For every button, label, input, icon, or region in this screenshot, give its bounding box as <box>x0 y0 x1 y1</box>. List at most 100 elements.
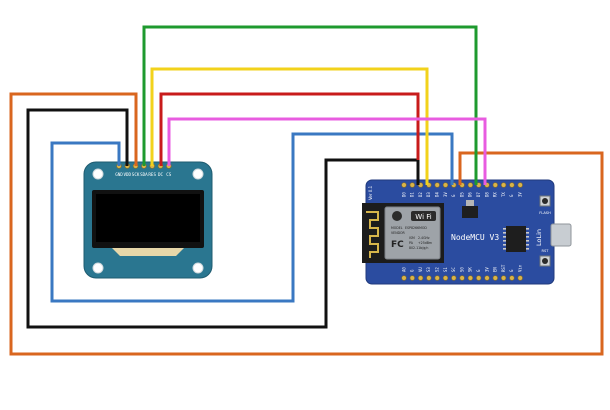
wire-gnd-black <box>26 108 420 329</box>
nodemcu-bottom-pin-label: S2 <box>435 267 440 272</box>
nodemcu-bottom-pin-rst <box>501 275 507 281</box>
nodemcu-top-pin-label: RX <box>493 192 498 197</box>
nodemcu-top-pin-label: D6 <box>468 192 473 197</box>
nodemcu-bottom-pin-label: A0 <box>401 267 406 272</box>
mounting-hole <box>92 262 104 274</box>
nodemcu-bottom-pin-g <box>476 275 482 281</box>
oled-pin-label: VDD <box>124 172 132 177</box>
svg-text:RST: RST <box>542 249 550 253</box>
nodemcu-bottom-pin-label: S3 <box>426 267 431 272</box>
svg-text:FLASH: FLASH <box>539 211 551 215</box>
svg-text:+25dBm: +25dBm <box>418 241 432 245</box>
nodemcu-bottom-pin-sc <box>451 275 457 281</box>
svg-text:Wi Fi: Wi Fi <box>415 213 431 221</box>
oled-pin-label: CS <box>166 172 172 177</box>
oled-pin-label: DC <box>158 172 164 177</box>
micro-usb-port <box>550 223 572 247</box>
nodemcu-bottom-pin-label: SK <box>468 267 473 272</box>
wires <box>9 25 604 356</box>
nodemcu-bottom-pin-s3 <box>426 275 432 281</box>
oled-ribbon-cable <box>112 248 184 256</box>
nodemcu-bottom-pin-s0 <box>459 275 465 281</box>
nodemcu-top-pin-label: D3 <box>426 192 431 197</box>
nodemcu-bottom-pin-label: EN <box>493 267 498 272</box>
nodemcu-title: NodeMCU V3 <box>451 233 499 242</box>
voltage-regulator <box>462 206 478 218</box>
oled-pin-label: RES <box>148 172 156 177</box>
wire-mosi-magenta <box>167 117 487 185</box>
nodemcu-top-pin-g <box>509 182 515 188</box>
svg-text:VENDOR: VENDOR <box>391 231 406 235</box>
nodemcu-bottom-pin-a0 <box>401 275 407 281</box>
oled-pin-label: SDA <box>140 172 148 177</box>
nodemcu-top-pin-label: TX <box>501 192 506 197</box>
nodemcu-top-pin-label: 3V <box>518 192 523 197</box>
svg-text:802.11b/g/n: 802.11b/g/n <box>409 246 428 250</box>
nodemcu-bottom-pin-s2 <box>434 275 440 281</box>
wire-res-green <box>142 25 478 185</box>
mounting-hole <box>192 168 204 180</box>
nodemcu-bottom-pin-vu <box>418 275 424 281</box>
nodemcu-top-pin-tx <box>501 182 507 188</box>
nodemcu-bottom-pin-label: RST <box>501 264 506 272</box>
nodemcu-bottom-pin-g <box>409 275 415 281</box>
nodemcu-top-pin-d1 <box>409 182 415 188</box>
nodemcu-top-pin-label: D7 <box>476 192 481 197</box>
svg-text:2.4GHz: 2.4GHz <box>418 236 430 240</box>
nodemcu-top-pin-3v <box>517 182 523 188</box>
svg-text:ESP8266MOD: ESP8266MOD <box>405 226 427 230</box>
wire-cs-red <box>159 92 420 166</box>
wire-dc-yellow <box>150 67 429 185</box>
nodemcu-bottom-pin-s1 <box>442 275 449 281</box>
svg-text:MODEL: MODEL <box>391 226 403 230</box>
nodemcu-bottom-pin-label: Vin <box>518 264 523 272</box>
antenna-trace <box>366 211 379 258</box>
nodemcu-top-pin-label: D8 <box>484 192 489 197</box>
nodemcu-top-pin-d6 <box>467 182 474 188</box>
nodemcu-top-pin-label: D2 <box>418 192 423 197</box>
nodemcu-bottom-pin-label: SC <box>451 267 456 272</box>
board-version-label: Ver 0.1 <box>368 185 373 200</box>
nodemcu-bottom-pin-3v <box>484 275 490 281</box>
nodemcu-top-pin-label: D5 <box>459 192 464 197</box>
nodemcu-bottom-pin-label: VU <box>418 267 423 272</box>
nodemcu-top-pin-rx <box>492 182 498 188</box>
usb-serial-chip <box>506 226 526 252</box>
nodemcu-top-pin-3v <box>442 182 449 188</box>
nodemcu-bottom-pin-label: S0 <box>459 267 464 272</box>
nodemcu-bottom-pin-label: 3V <box>484 267 489 272</box>
rst-button: RST <box>539 249 551 267</box>
nodemcu-top-pin-label: D0 <box>401 192 406 197</box>
nodemcu-bottom-pin-en <box>492 275 498 281</box>
nodemcu-top-pin-label: 3V <box>443 192 448 197</box>
nodemcu-top-pin-label: D1 <box>410 192 415 197</box>
flash-button: FLASH <box>539 195 551 215</box>
nodemcu-top-pin-label: G <box>509 194 514 197</box>
fcc-logo: FC <box>391 240 404 250</box>
nodemcu-top-pin-label: G <box>451 194 456 197</box>
nodemcu-bottom-pin-g <box>509 275 515 281</box>
nodemcu-bottom-pin-label: G <box>509 269 514 272</box>
nodemcu-top-pin-d0 <box>401 182 407 188</box>
nodemcu-bottom-pin-label: S1 <box>443 267 448 272</box>
nodemcu-top-pin-d4 <box>434 182 440 188</box>
nodemcu-bottom-pin-label: G <box>410 269 415 272</box>
lolin-brand-label: LoLin <box>535 229 543 246</box>
mounting-hole <box>192 262 204 274</box>
oled-pin-label: SCK <box>132 172 140 177</box>
nodemcu-bottom-pin-sk <box>467 275 474 281</box>
oled-pin-label: GND <box>115 172 123 177</box>
nodemcu-top-pin-label: D4 <box>435 192 440 197</box>
svg-text:PA: PA <box>409 241 414 245</box>
svg-text:ISM: ISM <box>409 236 415 240</box>
mounting-hole <box>92 168 104 180</box>
nodemcu-board: Wi Fi MODEL VENDOR ESP8266MOD FC ISM 2.4… <box>362 179 572 285</box>
nodemcu-bottom-pin-label: G <box>476 269 481 272</box>
wifi-logo: Wi Fi <box>411 211 436 221</box>
nodemcu-bottom-pin-vin <box>517 275 523 281</box>
